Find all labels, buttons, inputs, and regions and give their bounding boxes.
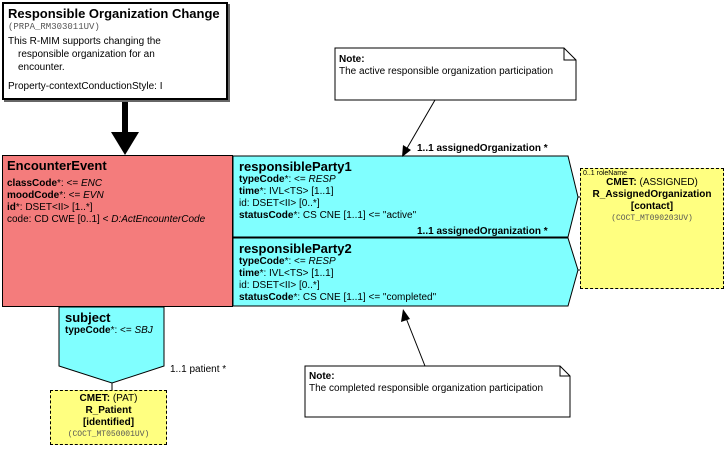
cmet-org-type: CMET: (ASSIGNED): [581, 177, 723, 189]
rp1-id: id: DSET<II> [0..*]: [239, 198, 320, 209]
subject-type-code: typeCode*: <= SBJ: [65, 325, 165, 337]
responsible-party-1-name: responsibleParty1: [239, 159, 352, 174]
role-name-label: 0..1 roleName: [583, 170, 627, 177]
attr-rest: *: CS CNE [1..1] <= "completed": [293, 292, 437, 303]
note-2-pointer: [405, 317, 426, 367]
note-1-fold: [563, 48, 576, 61]
attr-id: id*: DSET<II> [1..*]: [7, 202, 228, 214]
cmet-org-kind: (ASSIGNED): [636, 177, 698, 188]
description-line-3: encounter.: [18, 62, 65, 73]
responsible-party-1-shape: [232, 155, 579, 238]
attr-rest: *: <=: [59, 190, 84, 201]
cmet-org-label: CMET:: [606, 177, 637, 188]
patient-label: 1..1 patient *: [170, 364, 227, 375]
rp1-time: time*: IVL<TS> [1..1]: [239, 186, 569, 198]
attr-name: time: [239, 186, 260, 197]
attr-rest: *: IVL<TS> [1..1]: [259, 186, 334, 197]
note-2: Note: The completed responsible organiza…: [309, 371, 559, 395]
cmet-patient-kind: (PAT): [110, 393, 138, 404]
attr-rest: *: DSET<II> [1..*]: [15, 202, 93, 213]
attr-value: EVN: [83, 190, 104, 201]
attr-rest: *: <=: [284, 174, 309, 185]
note-2-text: The completed responsible organization p…: [309, 383, 544, 394]
cmet-patient: CMET: (PAT) R_Patient [identified] (COCT…: [50, 390, 167, 445]
cmet-org-flavor: [contact]: [630, 201, 674, 212]
description-line-2: responsible organization for an: [18, 49, 155, 60]
note-2-shape: [304, 365, 571, 418]
rp2-id: id: DSET<II> [0..*]: [239, 280, 320, 291]
encounter-event-name: EncounterEvent: [7, 158, 107, 173]
cmet-assigned-organization: 0..1 roleName CMET: (ASSIGNED) R_Assigne…: [580, 168, 724, 289]
attr-value: RESP: [308, 256, 336, 267]
diagram-id: (PRPA_RM303011UV): [8, 22, 100, 32]
attr-mood-code: moodCode*: <= EVN: [7, 190, 228, 202]
cmet-org-id: (COCT_MT090203UV): [611, 214, 693, 223]
attr-rest: *: <=: [110, 325, 135, 336]
cmet-patient-label: CMET:: [79, 393, 111, 404]
note-1: Note: The active responsible organizatio…: [339, 54, 564, 78]
description-line-1: This R-MIM supports changing the: [8, 36, 161, 47]
rp2-type-code: typeCode*: <= RESP: [239, 256, 569, 268]
rp1-type-code: typeCode*: <= RESP: [239, 174, 569, 186]
note-1-text: The active responsible organization part…: [339, 66, 554, 77]
cmet-patient-flavor: [identified]: [82, 417, 135, 428]
responsible-party-2-class: responsibleParty2 typeCode*: <= RESP tim…: [234, 238, 574, 307]
attr-rest: *: <=: [284, 256, 309, 267]
title-arrow-head: [111, 132, 139, 155]
note-2-heading: Note:: [309, 371, 335, 382]
note-1-heading: Note:: [339, 54, 365, 65]
attr-name: typeCode: [239, 174, 285, 185]
responsible-party-2-name: responsibleParty2: [239, 241, 352, 256]
attr-class-code: classCode*: <= ENC: [7, 178, 228, 190]
note-1-pointer: [405, 99, 436, 151]
subject-class: subject typeCode*: <= SBJ: [60, 307, 170, 340]
note-1-shape: [334, 47, 577, 101]
diagram-description: This R-MIM supports changing the respons…: [8, 35, 222, 74]
encounter-event-class: EncounterEvent classCode*: <= ENC moodCo…: [2, 155, 233, 307]
attr-name: typeCode: [239, 256, 285, 267]
cmet-patient-id: (COCT_MT050001UV): [67, 430, 150, 439]
rp1-status-code: statusCode*: CS CNE [1..1] <= "active": [239, 210, 569, 222]
attr-rest: *: CS CNE [1..1] <= "active": [293, 210, 417, 221]
cmet-org-name: R_AssignedOrganization: [592, 189, 712, 200]
note-2-fold: [559, 366, 570, 377]
attr-code-text: code: CD CWE [0..1] <: [7, 214, 112, 225]
note-1-pointer-head: [402, 145, 411, 157]
note-2-pointer-head: [401, 309, 410, 322]
attr-code-value: D:ActEncounterCode: [111, 214, 206, 225]
attr-value: ENC: [80, 178, 103, 189]
assigned-organization-label-1: 1..1 assignedOrganization *: [417, 143, 548, 154]
rp2-status-code: statusCode*: CS CNE [1..1] <= "completed…: [239, 292, 569, 304]
cmet-patient-name: R_Patient: [85, 405, 132, 416]
attr-name: typeCode: [65, 325, 111, 336]
attr-name: classCode: [7, 178, 58, 189]
title-box: Responsible Organization Change (PRPA_RM…: [2, 2, 228, 100]
attr-name: statusCode: [239, 210, 294, 221]
responsible-party-2-shape: [232, 237, 579, 307]
attr-value: RESP: [308, 174, 336, 185]
diagram-property: Property-contextConductionStyle: I: [8, 81, 163, 92]
attr-rest: *: IVL<TS> [1..1]: [259, 268, 334, 279]
attr-value: SBJ: [134, 325, 153, 336]
assigned-organization-label-2: 1..1 assignedOrganization *: [417, 226, 548, 237]
attr-rest: *: <=: [57, 178, 81, 189]
attr-code: code: CD CWE [0..1] < D:ActEncounterCode: [7, 214, 228, 226]
attr-name: time: [239, 268, 260, 279]
cmet-patient-type: CMET: (PAT): [51, 393, 166, 405]
subject-shape: [58, 306, 165, 384]
subject-name: subject: [65, 310, 111, 325]
rp2-time: time*: IVL<TS> [1..1]: [239, 268, 569, 280]
attr-name: id: [7, 202, 16, 213]
responsible-party-1-class: responsibleParty1 typeCode*: <= RESP tim…: [234, 156, 574, 225]
diagram-title: Responsible Organization Change: [8, 6, 220, 21]
attr-name: moodCode: [7, 190, 60, 201]
attr-name: statusCode: [239, 292, 294, 303]
